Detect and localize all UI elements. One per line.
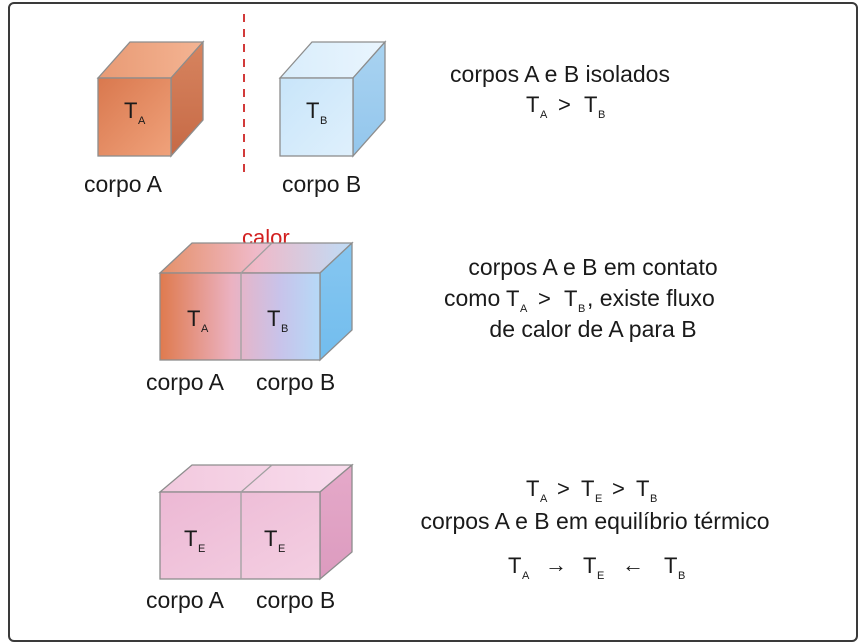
svg-text:B: B (650, 493, 657, 505)
arrow-right-icon: → (545, 552, 567, 577)
temperature-symbol: T (264, 526, 277, 551)
arrow-left-icon: ← (622, 552, 644, 577)
heat-flow-relation: T A → T E ← T B (508, 552, 685, 582)
svg-text:T: T (508, 553, 521, 578)
svg-text:T: T (584, 92, 597, 117)
temperature-subscript: B (320, 115, 327, 127)
description-contact-line1: corpos A e B em contato (468, 254, 717, 280)
description-equilibrium: corpos A e B em equilíbrio térmico (421, 508, 770, 534)
svg-text:T: T (526, 92, 539, 117)
svg-text:A: A (522, 570, 530, 582)
svg-text:T: T (581, 476, 594, 501)
temperature-subscript: A (138, 115, 146, 127)
svg-text:B: B (678, 570, 685, 582)
svg-text:A: A (540, 109, 548, 121)
description-contact-line2: como T A > T B , existe fluxo (444, 285, 715, 315)
svg-text:B: B (578, 303, 585, 315)
body-a-label: corpo A (146, 587, 225, 613)
svg-text:T: T (636, 476, 649, 501)
description-contact-line3: de calor de A para B (489, 316, 696, 342)
temperature-symbol: T (306, 98, 319, 123)
svg-text:T: T (564, 286, 577, 311)
body-a-label: corpo A (146, 369, 225, 395)
body-a-label: corpo A (84, 171, 163, 197)
svg-text:T: T (583, 553, 596, 578)
temperature-subscript: E (198, 543, 205, 555)
temperature-symbol: T (124, 98, 137, 123)
temperature-symbol: T (267, 306, 280, 331)
body-b-label: corpo B (282, 171, 361, 197)
svg-text:T: T (664, 553, 677, 578)
svg-text:>: > (557, 476, 570, 501)
svg-text:>: > (538, 286, 551, 311)
scene-contact: calor T A T B corpo A corpo B corpos A e… (146, 225, 718, 395)
temperature-subscript: B (281, 323, 288, 335)
cube-pair-contact: T A T B (160, 243, 352, 360)
svg-text:A: A (540, 493, 548, 505)
svg-text:>: > (612, 476, 625, 501)
svg-text:como: como (444, 285, 500, 311)
cube-body-a-hot: T A (98, 42, 203, 156)
temperature-relation: T A > T B (526, 92, 605, 121)
svg-text:, existe fluxo: , existe fluxo (587, 285, 715, 311)
svg-text:E: E (597, 570, 604, 582)
scene-equilibrium: T E T E corpo A corpo B T A > T E > T B … (146, 465, 770, 613)
cube-body-b-cold: T B (280, 42, 385, 156)
svg-text:E: E (595, 493, 602, 505)
svg-text:B: B (598, 109, 605, 121)
svg-text:A: A (520, 303, 528, 315)
svg-text:>: > (558, 92, 571, 117)
cube-pair-equilibrium: T E T E (160, 465, 352, 579)
svg-text:T: T (506, 286, 519, 311)
description-isolated: corpos A e B isolados (450, 61, 670, 87)
temperature-symbol: T (187, 306, 200, 331)
body-b-label: corpo B (256, 587, 335, 613)
temperature-symbol: T (184, 526, 197, 551)
thermal-equilibrium-diagram: T A corpo A T B corpo B corpos A e B iso… (0, 0, 868, 615)
temperature-ordering: T A > T E > T B (526, 476, 657, 505)
temperature-subscript: A (201, 323, 209, 335)
scene-isolated: T A corpo A T B corpo B corpos A e B iso… (84, 14, 670, 197)
temperature-subscript: E (278, 543, 285, 555)
body-b-label: corpo B (256, 369, 335, 395)
svg-text:T: T (526, 476, 539, 501)
